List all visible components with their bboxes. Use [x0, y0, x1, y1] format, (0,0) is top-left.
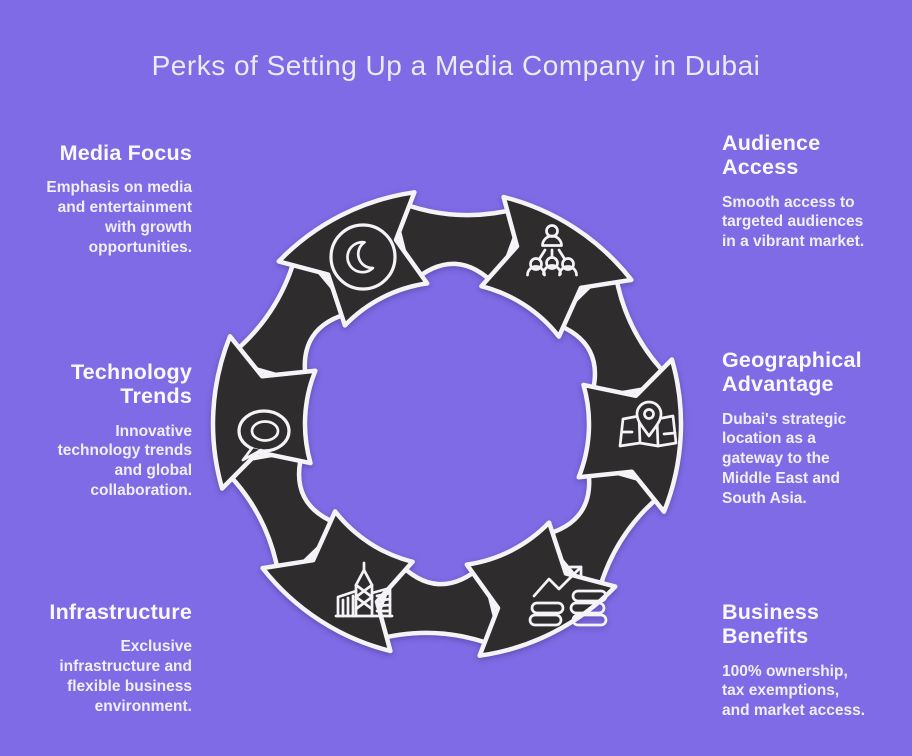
page-title: Perks of Setting Up a Media Company in D… — [151, 50, 761, 81]
city-buildings-icon — [334, 561, 394, 618]
item-description: Emphasis on media and entertainment with… — [46, 179, 192, 256]
moon-icon — [329, 223, 397, 291]
item-heading: Geographical Advantage — [722, 348, 862, 397]
item-infrastructure: Infrastructure Exclusive infrastructure … — [20, 600, 192, 717]
item-business-benefits: Business Benefits 100% ownership, tax ex… — [722, 600, 894, 721]
item-description: 100% ownership, tax exemptions, and mark… — [722, 662, 866, 720]
growth-chart-coins-icon — [528, 565, 608, 627]
item-technology-trends: Technology Trends Innovative technology … — [20, 360, 192, 501]
item-heading: Business Benefits — [722, 600, 820, 649]
speech-bubble-icon — [237, 409, 291, 462]
item-heading: Technology Trends — [70, 360, 192, 409]
item-description: Innovative technology trends and global … — [57, 422, 192, 500]
item-description: Dubai's strategic location as a gateway … — [722, 410, 847, 507]
item-media-focus: Media Focus Emphasis on media and entert… — [20, 141, 192, 258]
item-audience-access: Audience Access Smooth access to targete… — [722, 131, 894, 252]
audience-icon — [526, 224, 578, 277]
item-description: Smooth access to targeted audiences in a… — [722, 193, 865, 251]
item-heading: Infrastructure — [49, 600, 192, 624]
map-pin-icon — [618, 400, 678, 448]
item-geographical-advantage: Geographical Advantage Dubai's strategic… — [722, 348, 894, 509]
item-heading: Media Focus — [59, 141, 192, 165]
item-heading: Audience Access — [722, 131, 821, 180]
item-description: Exclusive infrastructure and flexible bu… — [59, 638, 192, 715]
ring-segments — [210, 190, 684, 658]
